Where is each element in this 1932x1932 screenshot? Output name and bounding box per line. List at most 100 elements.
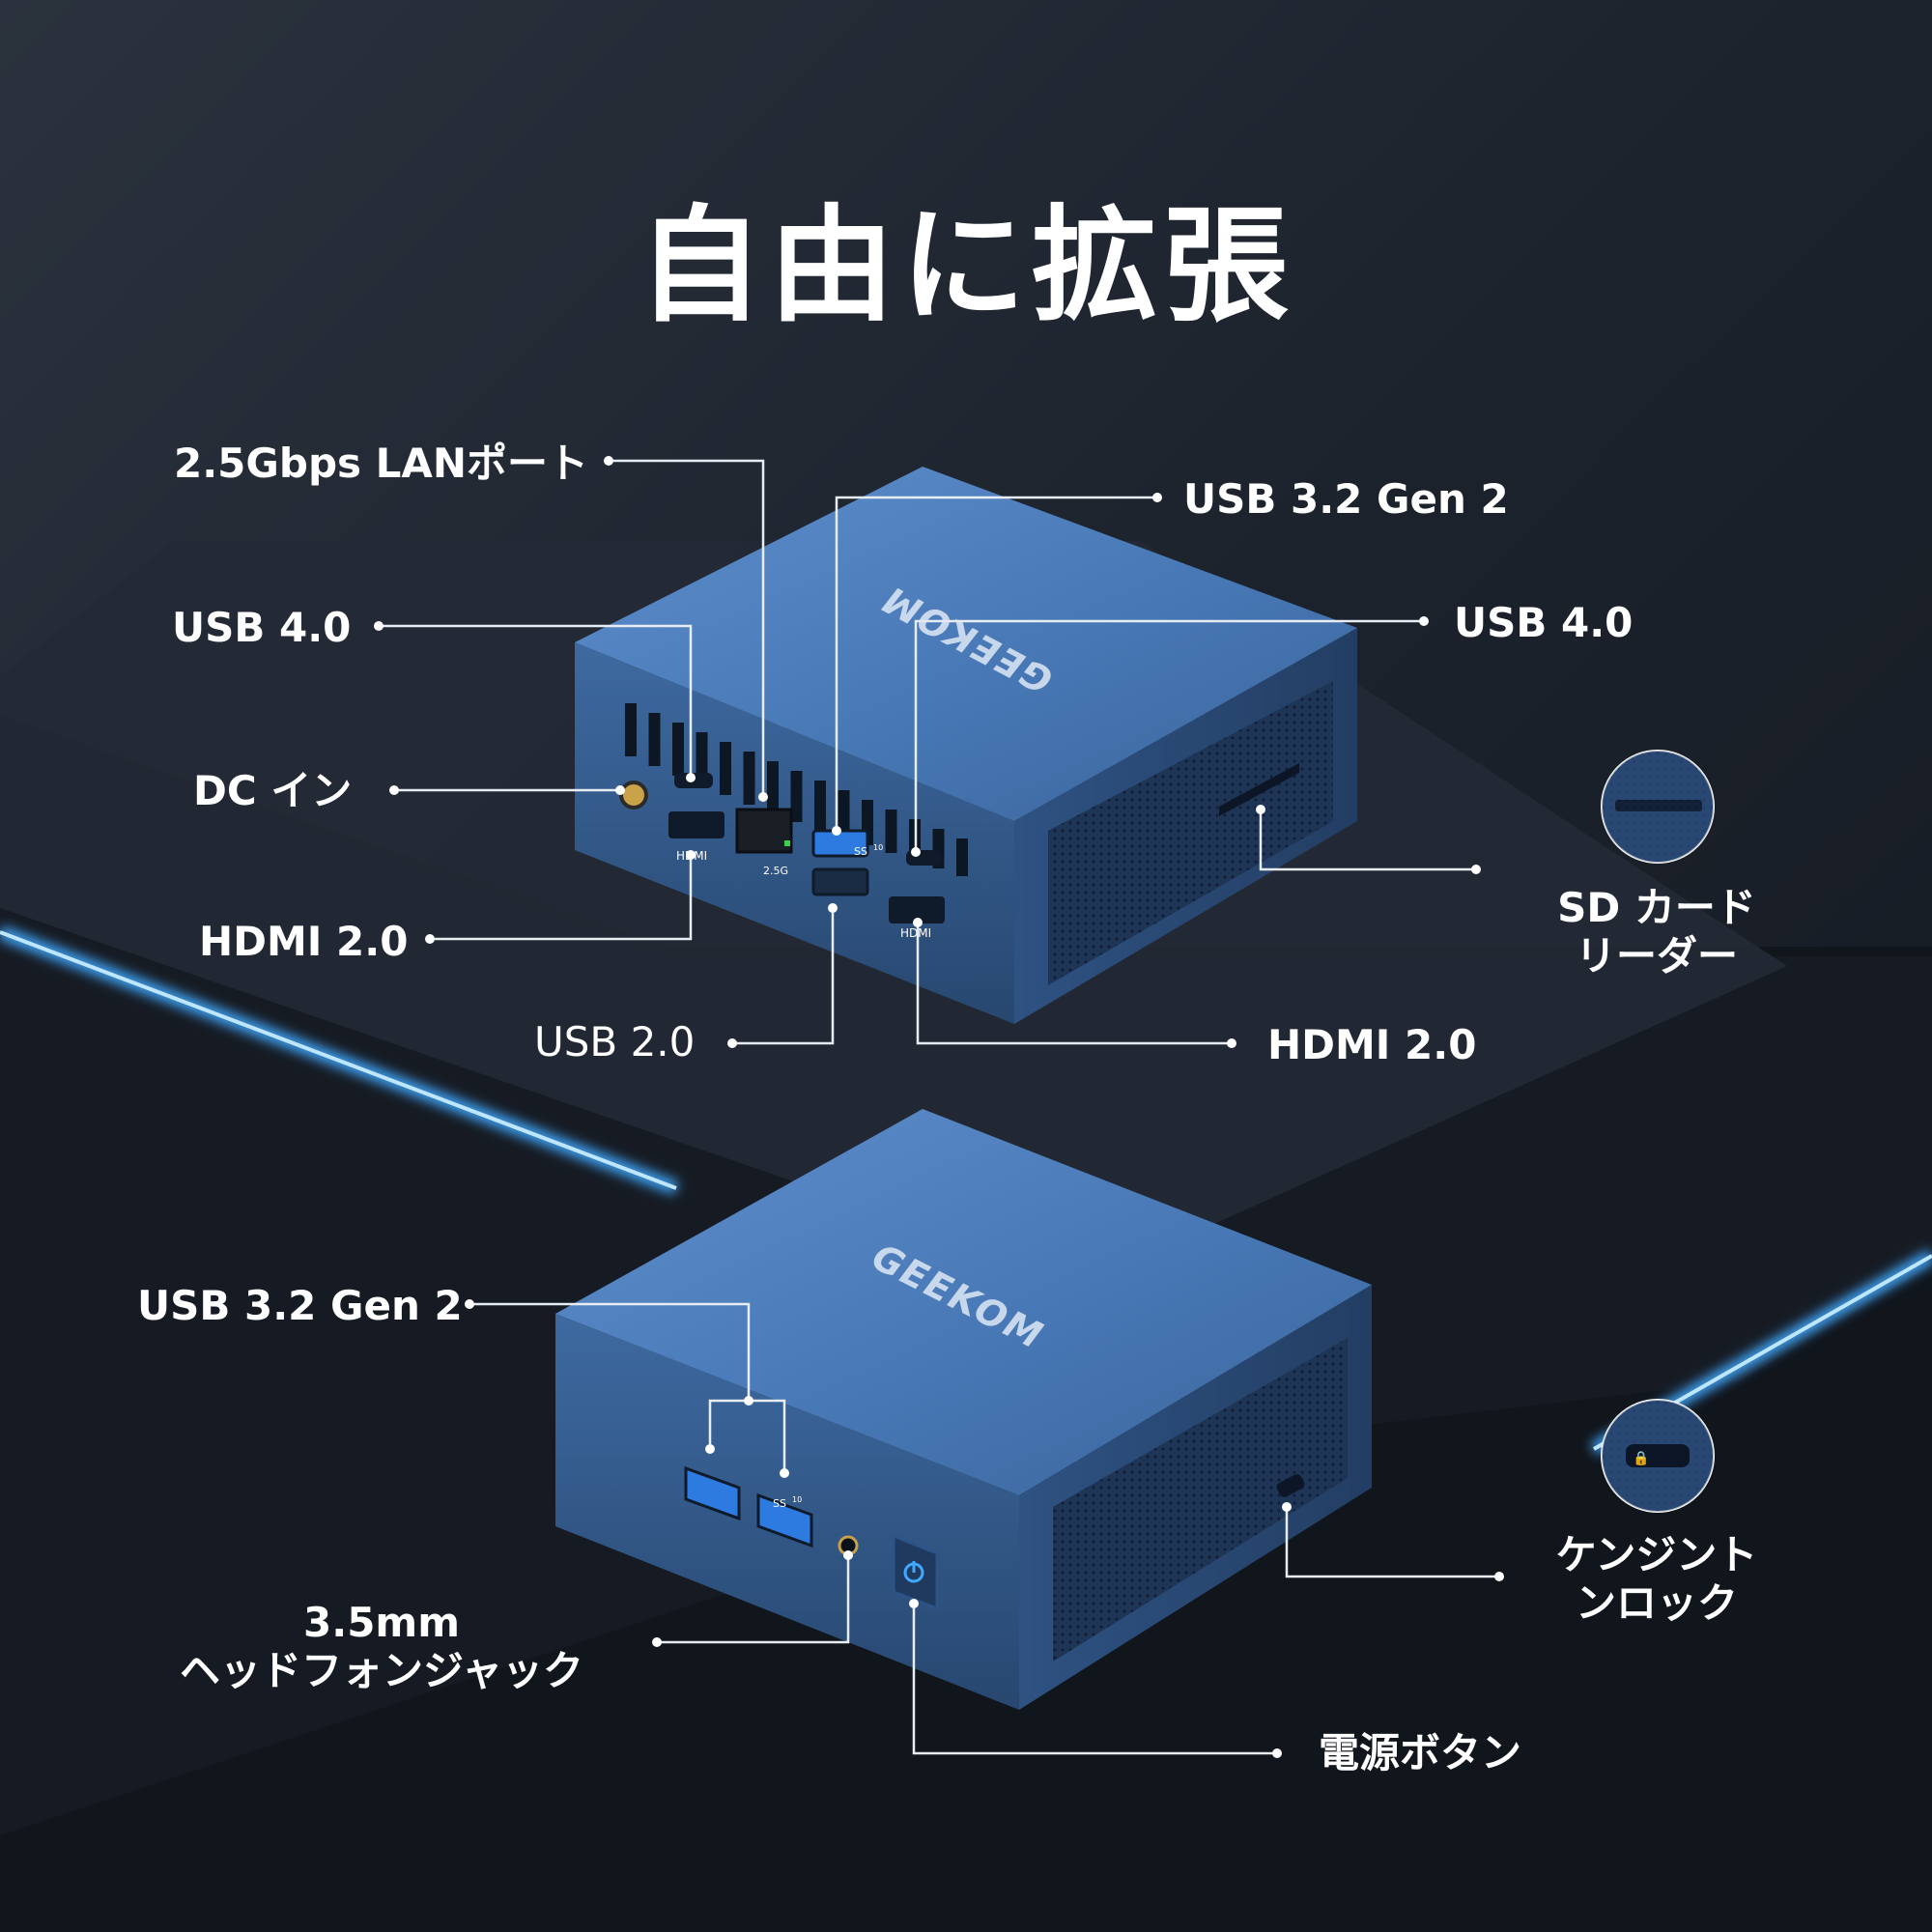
label-audio-jack: 3.5mm ヘッドフォンジャック	[164, 1599, 599, 1695]
callout-dot	[705, 1444, 715, 1454]
label-hdmi-left: HDMI 2.0	[199, 918, 409, 965]
callout-line	[835, 496, 1157, 831]
bottom-unit-side-vent	[1053, 1338, 1348, 1662]
vent-slot	[838, 790, 850, 838]
label-lan: 2.5Gbps LANポート	[174, 440, 589, 487]
label-hdmi-right: HDMI 2.0	[1267, 1021, 1477, 1068]
label-usb32-top: USB 3.2 Gen 2	[1183, 475, 1509, 523]
label-kensington-line1: ケンジント	[1555, 1531, 1758, 1578]
callout-dot	[1272, 1748, 1282, 1758]
top-mini-pc: HDMI 2.5G SS 10 HDMI	[575, 467, 1357, 1024]
callout-dot	[832, 826, 841, 836]
vent-slot	[790, 771, 803, 822]
callout-line	[914, 619, 1424, 852]
sd-inset	[1601, 750, 1715, 864]
vent-slot	[885, 810, 897, 853]
callout-dot	[1256, 805, 1265, 814]
callout-dot	[843, 1550, 853, 1560]
vent-slot	[625, 703, 637, 756]
callout-line	[430, 855, 693, 941]
usb32-front-port-1	[684, 1465, 741, 1521]
vent-slot	[720, 742, 731, 795]
label-usb32-front: USB 3.2 Gen 2	[137, 1282, 463, 1329]
label-kensington: ケンジント ンロック	[1531, 1531, 1782, 1628]
callout-lines	[374, 456, 1504, 1758]
lan-port	[735, 808, 793, 854]
front-usb-ss-num: 10	[792, 1495, 802, 1504]
callout-dot	[909, 1599, 919, 1608]
callout-line	[916, 923, 1232, 1045]
callout-dot	[652, 1637, 662, 1647]
dc-jack	[619, 781, 648, 810]
callout-dot	[1419, 616, 1429, 626]
sd-inset-mesh	[1602, 751, 1714, 863]
callout-dot	[758, 792, 768, 802]
label-usb4-right: USB 4.0	[1454, 599, 1634, 646]
callout-line	[657, 1555, 850, 1644]
usb2-port	[811, 867, 869, 896]
vent-slot	[696, 732, 708, 785]
callout-line	[1259, 810, 1476, 871]
kensington-inset: 🔒	[1601, 1399, 1715, 1513]
vent-slot	[767, 761, 779, 814]
callout-line	[379, 624, 693, 778]
label-audio-line2: ヘッドフォンジャック	[180, 1647, 583, 1694]
callout-line	[749, 1399, 786, 1473]
callout-dot	[911, 847, 921, 857]
usb32-ss-num: 10	[873, 843, 883, 852]
callout-line	[732, 908, 835, 1045]
kensington-inset-slot	[1626, 1444, 1690, 1467]
callout-dot	[828, 903, 838, 913]
bottom-unit-lid	[555, 1109, 1372, 1495]
callout-dot	[1494, 1572, 1504, 1581]
callout-dot	[1227, 1038, 1236, 1048]
callout-line	[1285, 1507, 1499, 1578]
lan-speed-mark: 2.5G	[763, 865, 788, 877]
label-sd-line2: リーダー	[1575, 932, 1738, 980]
callout-dot	[686, 850, 696, 860]
callout-dot	[727, 1038, 737, 1048]
label-sd-line1: SD カード	[1557, 884, 1756, 931]
callout-dot	[389, 785, 399, 795]
label-dc-in: DC イン	[193, 767, 353, 814]
callout-dot	[615, 785, 625, 795]
front-usb-ss-mark: SS	[773, 1497, 786, 1510]
usb32-ss-mark: SS	[854, 845, 867, 858]
lock-icon: 🔒	[1633, 1451, 1649, 1466]
kensington-slot	[1276, 1474, 1305, 1497]
callout-dot	[1471, 865, 1481, 874]
label-usb4-left: USB 4.0	[172, 604, 352, 651]
label-kensington-line2: ンロック	[1575, 1579, 1738, 1627]
callout-dot	[913, 918, 923, 927]
hdmi-left-port	[668, 811, 724, 838]
callout-dot	[780, 1468, 789, 1478]
label-power-button: 電源ボタン	[1319, 1729, 1522, 1776]
callout-line	[609, 459, 765, 797]
vent-slot	[672, 723, 684, 776]
hdmi-right-mark: HDMI	[900, 926, 931, 940]
vent-slot	[814, 781, 826, 830]
top-unit-side-vent	[1048, 681, 1333, 985]
usb32-front-port-2	[756, 1492, 813, 1548]
callout-dot	[1152, 493, 1162, 502]
callout-dot	[425, 934, 435, 944]
callout-line	[912, 1604, 1277, 1755]
hdmi-right-port	[889, 896, 945, 923]
bottom-mini-pc: SS 10	[555, 1109, 1372, 1710]
callout-dot	[604, 456, 613, 466]
vent-slot	[956, 838, 968, 876]
vent-slot	[743, 752, 755, 805]
sd-slot	[1219, 763, 1299, 816]
page-title: 自由に拡張	[637, 192, 1294, 339]
top-unit-rear-panel	[575, 642, 1014, 1024]
label-usb2: USB 2.0	[534, 1018, 696, 1065]
label-sd-reader: SD カード リーダー	[1536, 884, 1777, 980]
callout-dot	[374, 621, 384, 631]
callout-dot	[465, 1299, 474, 1309]
callout-dot	[744, 1396, 753, 1406]
callout-dot	[686, 773, 696, 782]
top-unit-lid	[575, 467, 1357, 821]
lan-led	[784, 840, 790, 846]
